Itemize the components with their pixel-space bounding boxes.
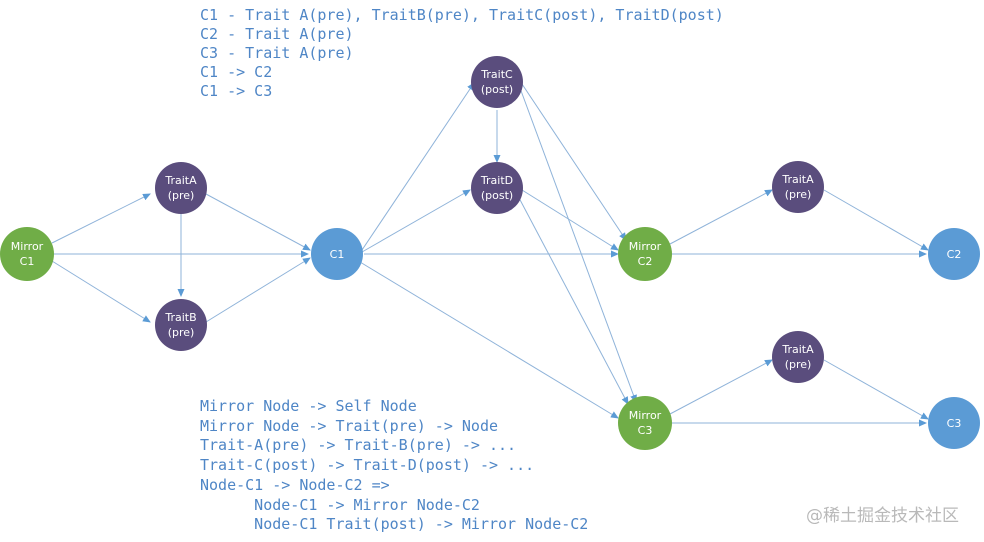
edge-traita3-c3 [823,359,929,420]
node-label: TraitD [480,174,513,187]
node-label: C1 [20,255,35,268]
node-mirror-c2: Mirror C2 [618,227,672,281]
node-label: (pre) [168,189,195,202]
node-label: TraitA [781,173,814,186]
node-label: (pre) [785,358,812,371]
node-label: (pre) [785,188,812,201]
node-label: Mirror [11,240,44,253]
node-mirror-c3: Mirror C3 [618,396,672,450]
note-line: C3 - Trait A(pre) [200,44,354,62]
node-label: C3 [947,417,962,430]
node-trait-c-post: TraitC (post) [471,56,523,108]
node-label: (pre) [168,326,195,339]
edge-mirrorc2-traita [669,189,773,245]
edge-mirrorc3-traita [669,359,773,415]
edges [51,82,929,427]
node-label: (post) [481,83,513,96]
node-c2: C2 [928,228,980,280]
node-trait-a-pre-2: TraitA (pre) [772,161,824,213]
node-c3: C3 [928,397,980,449]
node-label: Mirror [629,240,662,253]
edge-c1-traitc [361,82,475,251]
note-line: C1 - Trait A(pre), TraitB(pre), TraitC(p… [200,6,724,24]
node-trait-a-pre-3: TraitA (pre) [772,331,824,383]
edge-traita2-c2 [823,189,929,251]
node-label: C2 [638,255,653,268]
node-label: (post) [481,189,513,202]
edge-traitc-mirrorc2 [521,83,627,241]
edge-traitd-mirrorc3 [517,195,629,405]
node-trait-a-pre-1: TraitA (pre) [155,162,207,214]
note-line: Trait-C(post) -> Trait-D(post) -> ... [200,456,534,474]
node-label: C3 [638,424,653,437]
node-label: Mirror [629,409,662,422]
watermark: @稀土掘金技术社区 [806,506,959,526]
edge-traitb-c1 [205,257,311,323]
node-label: TraitA [781,343,814,356]
note-line: Mirror Node -> Trait(pre) -> Node [200,417,498,435]
note-line: C2 - Trait A(pre) [200,25,354,43]
node-label: C1 [330,248,345,261]
node-label: TraitA [164,174,197,187]
edge-traitd-mirrorc2 [521,189,619,251]
edge-c1-mirrorc3 [359,261,619,419]
node-trait-d-post: TraitD (post) [471,162,523,214]
node-c1: C1 [311,228,363,280]
edge-c1-traitd [361,189,471,253]
note-line: Mirror Node -> Self Node [200,397,417,415]
note-line: Node-C1 -> Mirror Node-C2 [200,496,480,514]
edge-mirrorc1-traita [51,193,151,244]
note-line: C1 -> C2 [200,63,272,81]
note-line: Node-C1 -> Node-C2 => [200,476,390,494]
node-trait-b-pre: TraitB (pre) [155,299,207,351]
node-label: C2 [947,248,962,261]
node-mirror-c1: Mirror C1 [0,227,54,281]
node-label: TraitB [164,311,196,324]
node-label: TraitC [480,68,513,81]
note-line: C1 -> C3 [200,82,272,100]
edge-mirrorc1-traitb [51,260,151,323]
edge-traitc-mirrorc3 [519,87,637,403]
note-line: Trait-A(pre) -> Trait-B(pre) -> ... [200,436,516,454]
edge-traita-c1 [205,193,311,251]
note-line: Node-C1 Trait(post) -> Mirror Node-C2 [200,515,588,533]
notes-bottom: Mirror Node -> Self Node Mirror Node -> … [200,397,588,533]
notes-top: C1 - Trait A(pre), TraitB(pre), TraitC(p… [200,6,724,100]
